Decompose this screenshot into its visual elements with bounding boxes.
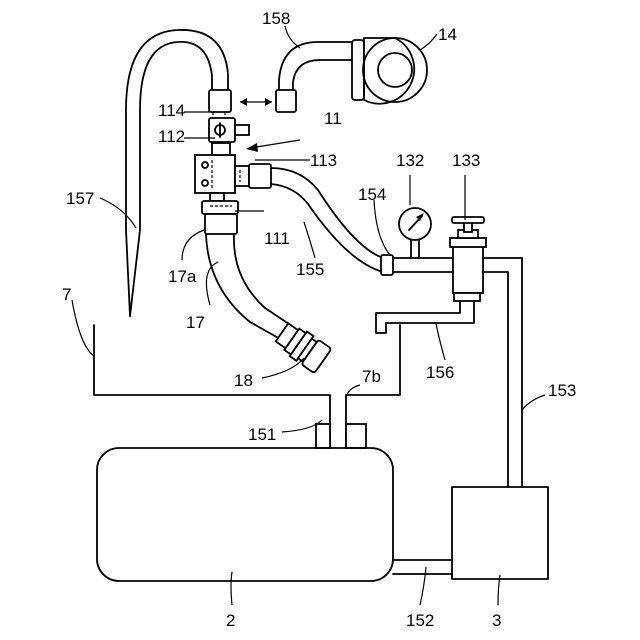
label-113: 113 — [310, 151, 337, 170]
label-17: 17 — [186, 313, 205, 332]
label-18: 18 — [234, 371, 253, 390]
label-7b: 7b — [362, 367, 381, 386]
blower-14 — [352, 38, 427, 104]
label-7: 7 — [62, 285, 71, 304]
label-132: 132 — [396, 151, 424, 170]
arrow-11 — [246, 140, 300, 152]
label-158: 158 — [262, 9, 290, 28]
hose-17 — [206, 234, 292, 340]
label-155: 155 — [296, 260, 324, 279]
label-14: 14 — [438, 25, 457, 44]
label-152: 152 — [406, 611, 434, 630]
tank-2 — [97, 448, 393, 581]
label-11: 11 — [324, 109, 342, 128]
label-133: 133 — [452, 151, 480, 170]
label-3: 3 — [492, 611, 501, 630]
hose-158 — [276, 42, 352, 112]
pipe-153 — [483, 258, 522, 487]
label-112: 112 — [158, 127, 185, 146]
label-114: 114 — [158, 101, 185, 120]
label-156: 156 — [426, 363, 454, 382]
unit-3 — [452, 487, 548, 579]
label-17a: 17a — [168, 267, 197, 286]
label-154: 154 — [358, 185, 386, 204]
labels: 158 14 114 11 112 113 132 133 154 157 11… — [62, 9, 576, 630]
label-2: 2 — [226, 611, 235, 630]
label-157: 157 — [66, 189, 94, 208]
pipe-156 — [376, 301, 474, 333]
pipe-152 — [393, 560, 452, 574]
label-111: 111 — [264, 229, 290, 248]
nozzle-18 — [273, 320, 331, 373]
label-151: 151 — [248, 425, 276, 444]
label-153: 153 — [548, 381, 576, 400]
double-arrow — [240, 98, 272, 106]
pipe-154 — [393, 208, 486, 301]
